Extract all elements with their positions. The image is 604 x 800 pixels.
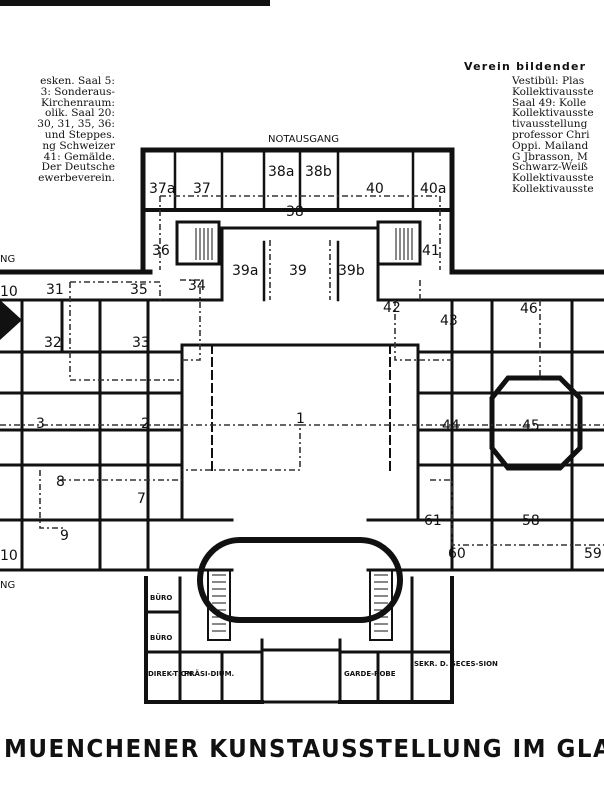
octagon-room: [489, 375, 583, 471]
room-10a: 10: [0, 284, 18, 300]
left-line: 30, 31, 35, 36:: [37, 118, 115, 131]
room-31: 31: [46, 282, 64, 298]
room-37: 37: [193, 181, 211, 197]
room-39: 39: [289, 263, 307, 279]
left-line: 3: Sonderaus-: [40, 85, 115, 98]
room-39a: 39a: [232, 263, 258, 279]
room-36: 36: [152, 243, 170, 259]
room-9: 9: [60, 528, 69, 544]
right-line: G Jbrasson, M: [512, 150, 588, 163]
room-58: 58: [522, 513, 540, 529]
room-41: 41: [422, 243, 440, 259]
left-line: 41: Gemälde.: [43, 150, 115, 163]
article-heading: Verein bildender: [464, 60, 587, 73]
room-44: 44: [442, 418, 460, 434]
left-line: olik. Saal 20:: [44, 107, 115, 120]
plan-caption: MUENCHENER KUNSTAUSSTELLUNG IM GLASPAL: [4, 734, 604, 763]
room-46: 46: [520, 301, 538, 317]
left-line: ewerbeverein.: [38, 172, 115, 185]
notausgang-label: NOTAUSGANG: [268, 134, 339, 145]
room-60: 60: [448, 546, 466, 562]
room-34: 34: [188, 278, 206, 294]
room-10b: 10: [0, 548, 18, 564]
room-8: 8: [56, 474, 65, 490]
room-42: 42: [383, 300, 401, 316]
room-40a: 40a: [420, 181, 446, 197]
right-line: Kollektivausste: [512, 182, 594, 195]
right-text-column: Vestibül: Plas Kollektivausste Saal 49: …: [512, 76, 604, 195]
floor-plan: NOTAUSGANG NG NG 37a 37 38a 38b 38 40 40…: [0, 134, 604, 704]
room-45: 45: [522, 418, 540, 434]
room-2: 2: [141, 416, 150, 432]
right-line: Kollektivausste: [512, 172, 594, 185]
left-line: ng Schweizer: [42, 139, 115, 152]
vestibule: [197, 537, 403, 641]
room-sekr-secession: SEKR. D. SECES-SION: [414, 660, 498, 668]
right-line: Oppi. Mailand: [512, 139, 589, 152]
room-direktion: DIREK-TION.: [148, 670, 195, 678]
room-7: 7: [137, 491, 146, 507]
room-39b: 39b: [338, 263, 365, 279]
room-3: 3: [36, 416, 45, 432]
room-37a: 37a: [149, 181, 175, 197]
top-rule: [0, 0, 270, 6]
room-garderobe: GARDE-ROBE: [344, 670, 396, 678]
tour-route: [0, 195, 604, 546]
room-33: 33: [132, 335, 150, 351]
right-line: Kollektivausste: [512, 107, 594, 120]
right-line: Schwarz-Weiß: [512, 161, 588, 174]
room-59: 59: [584, 546, 602, 562]
room-buero-2: BÜRO: [150, 633, 172, 642]
room-1: 1: [296, 411, 305, 427]
left-line: Der Deutsche: [41, 161, 116, 174]
plan-walls: [0, 147, 604, 704]
right-line: Kollektivausste: [512, 85, 594, 98]
right-line: tivausstellung: [512, 118, 588, 131]
room-35: 35: [130, 282, 148, 298]
room-38a: 38a: [268, 164, 294, 180]
edge-label-top: NG: [0, 254, 15, 265]
room-38b: 38b: [305, 164, 332, 180]
room-43: 43: [440, 313, 458, 329]
room-32: 32: [44, 335, 62, 351]
left-line: und Steppes.: [44, 128, 115, 141]
stair-hatching: [195, 228, 413, 260]
room-61: 61: [424, 513, 442, 529]
room-buero-1: BÜRO: [150, 593, 172, 602]
west-column: [0, 300, 22, 340]
right-line: professor Chri: [512, 128, 590, 141]
left-line: Kirchenraum:: [40, 96, 115, 109]
room-40: 40: [366, 181, 384, 197]
left-text-column: esken. Saal 5: 3: Sonderaus- Kirchenraum…: [0, 76, 115, 184]
room-praesidium: PRÄSI-DIUM.: [184, 669, 234, 678]
right-line: Vestibül: Plas: [512, 75, 585, 87]
room-38: 38: [286, 204, 304, 220]
right-line: Saal 49: Kolle: [512, 96, 587, 109]
left-line: esken. Saal 5:: [40, 75, 115, 87]
edge-label-bottom: NG: [0, 580, 15, 591]
